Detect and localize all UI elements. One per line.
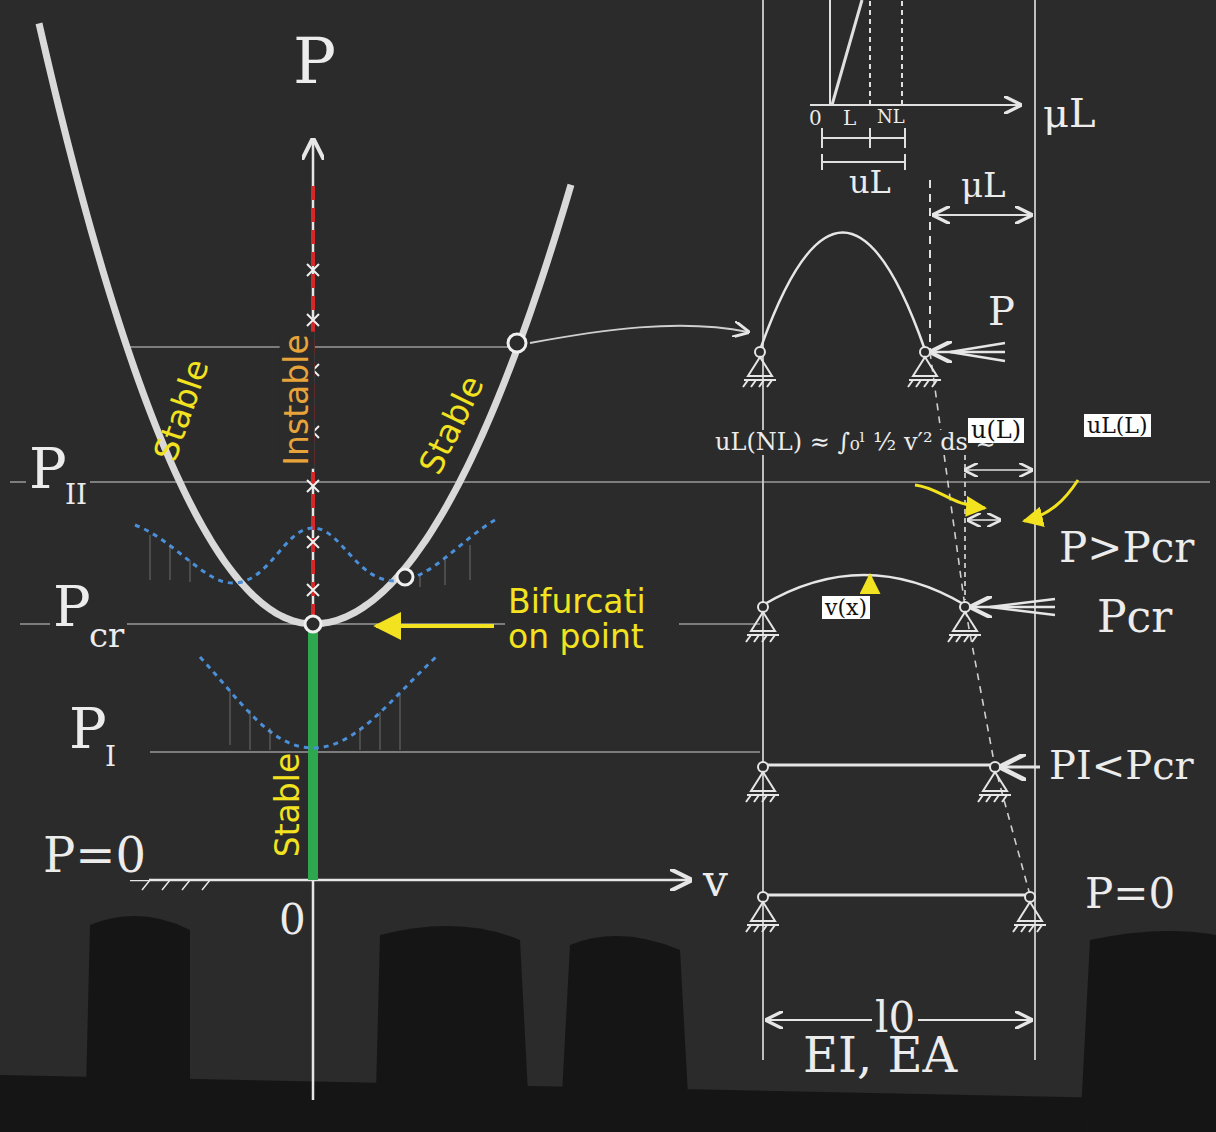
axis-label: μL xyxy=(1040,92,1099,134)
stability-label: Instable xyxy=(280,331,315,468)
pointer-arrow xyxy=(1024,480,1078,521)
stable-trunk xyxy=(308,624,318,880)
hatching xyxy=(150,535,470,750)
inset-label: u(L) xyxy=(968,418,1024,443)
level-lines xyxy=(10,347,1210,752)
pin-support xyxy=(746,602,779,642)
pin-support xyxy=(1013,892,1046,932)
pin-support xyxy=(948,602,981,642)
pin-support xyxy=(908,347,941,387)
load-level: P=0 xyxy=(40,830,149,880)
load-condition: PI<Pcr xyxy=(1046,744,1197,786)
pin-support xyxy=(746,762,779,802)
unloaded-beam xyxy=(763,894,1030,897)
load-condition: P=0 xyxy=(1082,872,1178,916)
displacement-dims xyxy=(965,455,1032,600)
leader-line xyxy=(530,326,748,343)
stability-label: Stable xyxy=(148,352,217,468)
pin-support xyxy=(743,347,776,387)
axis-label: v xyxy=(700,858,731,904)
equilibrium-point xyxy=(508,334,526,352)
erased-patches xyxy=(0,916,1216,1132)
energy-curve xyxy=(135,520,495,583)
inset-label: uL(L) xyxy=(1084,414,1151,437)
bifurcation-point xyxy=(305,616,321,632)
reference-lines xyxy=(763,0,1035,1060)
callout-label: Bifurcati on point xyxy=(505,585,679,654)
load-subscript: I xyxy=(102,742,119,771)
pointer-arrow xyxy=(915,485,985,508)
tick-label: NL xyxy=(874,108,908,127)
inset-label: v(x) xyxy=(822,596,870,619)
stiffness-label: EI, EA xyxy=(800,1030,960,1080)
axes xyxy=(130,140,690,1100)
stability-label: Stable xyxy=(271,750,306,861)
stability-label: Stable xyxy=(412,368,492,483)
load-subscript: cr xyxy=(86,618,127,654)
pointer-arrow xyxy=(376,624,494,628)
buckled-beam xyxy=(760,233,1005,362)
origin-label: 0 xyxy=(276,898,309,942)
pointer-arrow xyxy=(869,575,872,590)
formula: uL(NL) ≈ ∫₀ˡ ½ v′² ds ≈ xyxy=(712,430,999,455)
load-condition: P>Pcr xyxy=(1056,526,1197,570)
pin-support xyxy=(746,892,779,932)
critical-beam xyxy=(763,575,1055,615)
axis-label: P xyxy=(290,28,339,95)
energy-curve xyxy=(200,657,436,748)
load-displacement-sketch xyxy=(810,0,1031,350)
tick-label: L xyxy=(840,108,859,129)
displacement-label: μL xyxy=(958,168,1009,204)
pin-support xyxy=(978,762,1011,802)
load-subscript: II xyxy=(62,480,90,509)
tick-label: 0 xyxy=(806,108,825,129)
postbuckling-curve xyxy=(39,23,571,624)
load-condition: Pcr xyxy=(1094,594,1175,640)
equilibrium-point xyxy=(397,569,413,585)
displacement-label: uL xyxy=(846,166,894,200)
force-label: P xyxy=(985,290,1018,332)
